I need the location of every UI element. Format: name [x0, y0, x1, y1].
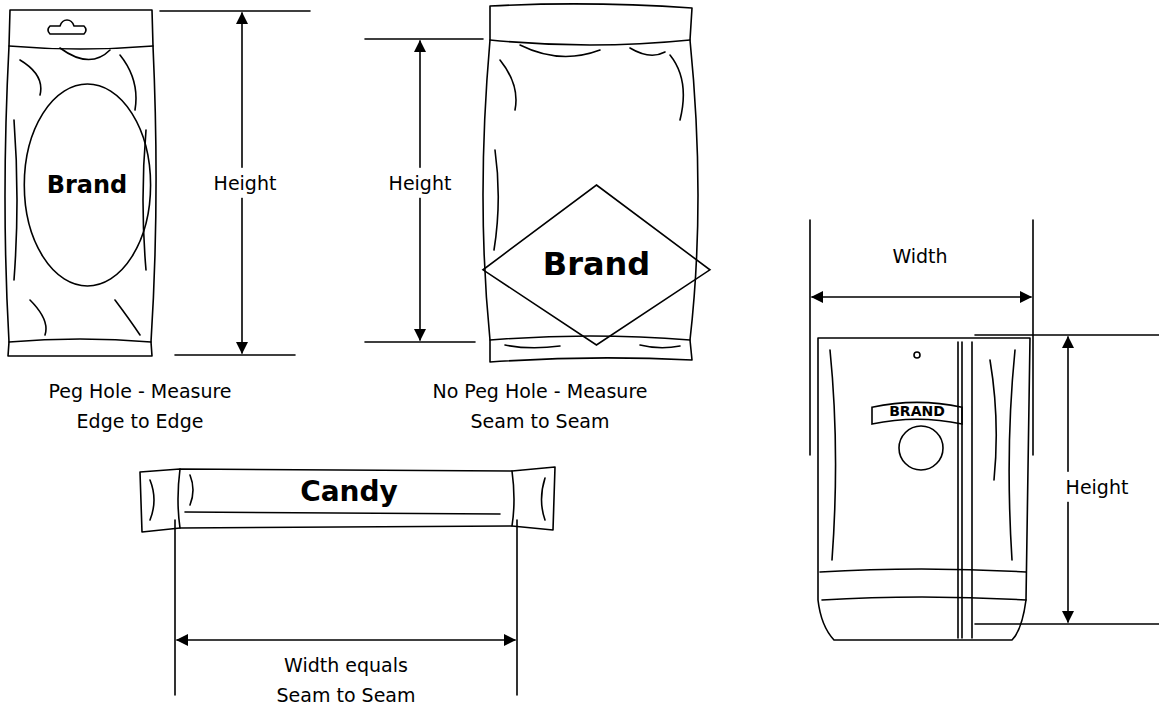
- pouch-outline: [818, 338, 1030, 640]
- candy-seam: [150, 469, 545, 528]
- dimension-line: [160, 11, 310, 355]
- caption-note: Width equals Seam to Seam: [233, 650, 459, 711]
- dimension-line: [810, 220, 1033, 455]
- pouch-peg-hole: [914, 352, 920, 358]
- brand-text: Brand: [47, 172, 128, 198]
- candy-label: Candy: [190, 472, 508, 512]
- brand-text: Candy: [300, 477, 398, 508]
- peg-hole: [48, 20, 86, 34]
- brand-text: Brand: [543, 247, 650, 282]
- oval-shape: [24, 84, 150, 286]
- caption-note: No Peg Hole - Measure Seam to Seam: [387, 376, 693, 437]
- pouch-window: [899, 426, 943, 470]
- bag-wrinkle: [14, 48, 146, 335]
- bag-wrinkle: [494, 45, 683, 348]
- dimension-arrow: [177, 639, 515, 641]
- dimension-label: Height: [386, 168, 455, 198]
- candy-wrapper-outline: [140, 467, 555, 532]
- pouch-zipper: [958, 342, 972, 638]
- dimension-arrow: [812, 296, 1031, 298]
- pouch-wrinkle: [830, 350, 1015, 560]
- band-shape: [872, 402, 962, 424]
- dimension-line: [365, 39, 483, 342]
- bag-seam: [9, 46, 153, 342]
- pouch-gusset: [820, 569, 1026, 600]
- dimension-label: Height: [211, 168, 280, 198]
- brand-diamond: Brand: [483, 185, 710, 345]
- brand-text: BRAND: [889, 404, 945, 419]
- diamond-shape: [483, 185, 710, 345]
- dimension-line: [975, 335, 1159, 624]
- bag-outline: [483, 4, 698, 362]
- dimension-label: Width: [889, 241, 950, 271]
- peg-bag-outline: [5, 10, 156, 356]
- brand-oval: Brand: [23, 82, 152, 288]
- caption-note: Peg Hole - Measure Edge to Edge: [3, 376, 277, 437]
- brand-band: BRAND: [872, 400, 962, 424]
- dimension-label: Height: [1063, 472, 1132, 502]
